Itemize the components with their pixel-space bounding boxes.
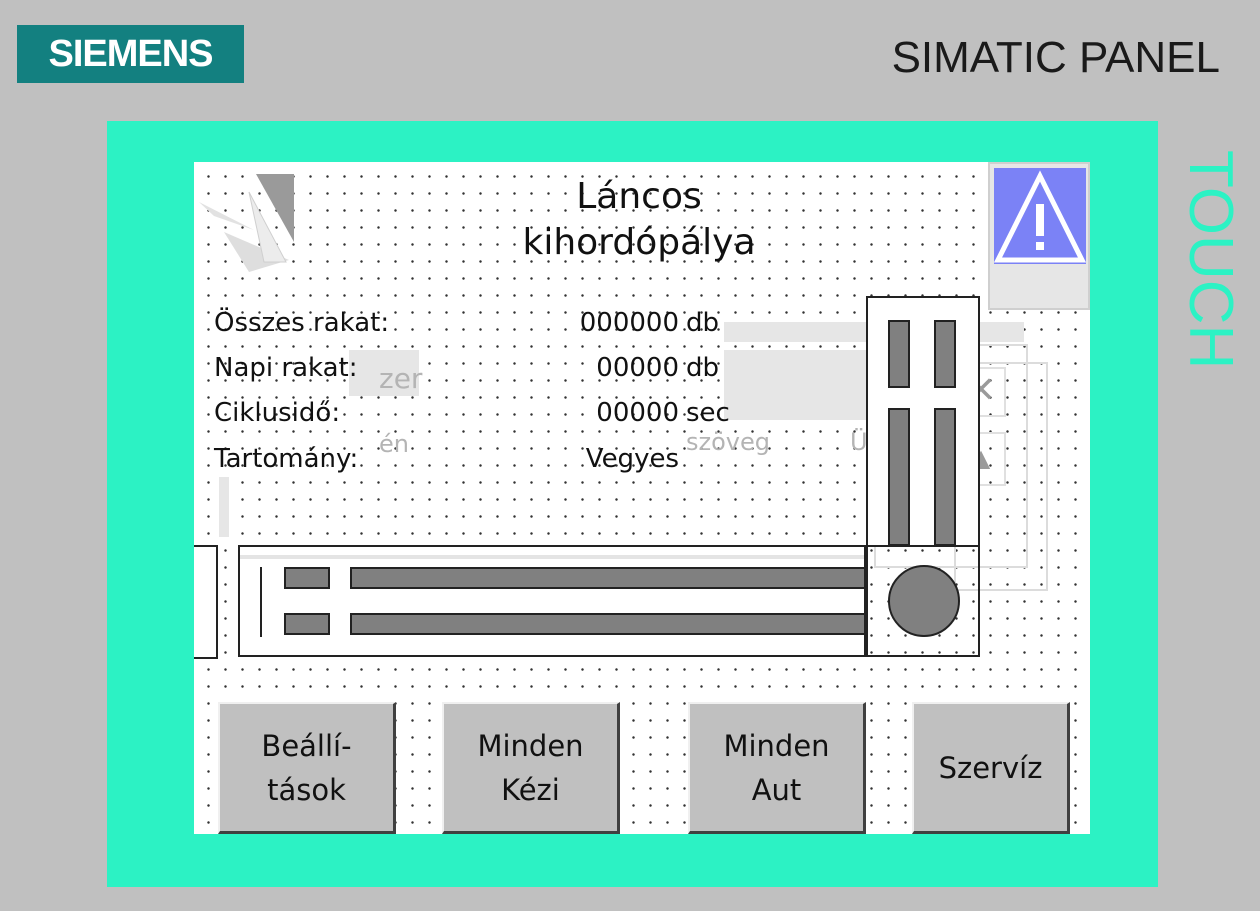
turntable-disc — [888, 565, 960, 637]
stat-row: Ciklusidő: 00000 sec — [214, 396, 744, 430]
stat-value: 00000 — [596, 398, 679, 428]
chain-segment — [934, 320, 956, 388]
stat-unit: sec — [686, 398, 730, 428]
stats-panel: Összes rakat: 000000 db Napi rakat: 0000… — [214, 306, 744, 486]
warning-triangle-icon — [993, 168, 1087, 264]
ghost-field — [349, 350, 419, 396]
stat-value: 00000 — [596, 353, 679, 383]
panel-model-label: SIMATIC PANEL — [891, 33, 1220, 82]
stat-label: Összes rakat: — [214, 308, 390, 338]
stat-row: Tartomány: Vegyes — [214, 442, 744, 476]
conveyor-divider — [260, 567, 262, 637]
siemens-logo: SIEMENS — [17, 25, 244, 83]
stat-label: Napi rakat: — [214, 353, 358, 383]
stat-value: 000000 — [579, 308, 679, 338]
ghost-text: szöveg — [686, 428, 770, 456]
conveyor-rail — [240, 555, 864, 559]
touch-label: TOUCH — [1176, 150, 1245, 370]
settings-button[interactable]: Beállí- tások — [218, 702, 396, 834]
ghost-text: zer — [379, 362, 423, 395]
chain-segment — [888, 408, 910, 546]
alarm-indicator[interactable] — [988, 162, 1090, 310]
stat-value: Vegyes — [585, 444, 679, 474]
vertical-conveyor[interactable] — [866, 296, 980, 547]
service-button[interactable]: Szervíz — [912, 702, 1070, 834]
all-manual-button[interactable]: Minden Kézi — [442, 702, 620, 834]
ghost-text: én — [379, 430, 409, 458]
chain-segment — [888, 320, 910, 388]
ghost-field — [724, 350, 884, 420]
stat-unit: db — [686, 353, 720, 383]
chain-segment — [934, 408, 956, 546]
hmi-screen: zer én szöveg Üze ✕ ▲ Láncos kihordópály… — [194, 162, 1090, 834]
decorative-graphic-icon — [199, 174, 294, 272]
horizontal-conveyor[interactable] — [238, 545, 866, 657]
ghost-line — [219, 477, 229, 537]
stat-label: Ciklusidő: — [214, 398, 341, 428]
turntable[interactable] — [866, 545, 980, 657]
chain-segment — [350, 567, 866, 589]
stat-unit: db — [686, 308, 720, 338]
stat-row: Napi rakat: 00000 db — [214, 351, 744, 385]
page-title: Láncos kihordópálya — [522, 176, 756, 263]
chain-segment — [350, 613, 866, 635]
stat-label: Tartomány: — [214, 444, 359, 474]
stat-row: Összes rakat: 000000 db — [214, 306, 744, 340]
chain-segment — [284, 613, 330, 635]
chain-segment — [284, 567, 330, 589]
conveyor-left-end — [194, 545, 218, 659]
all-auto-button[interactable]: Minden Aut — [688, 702, 866, 834]
